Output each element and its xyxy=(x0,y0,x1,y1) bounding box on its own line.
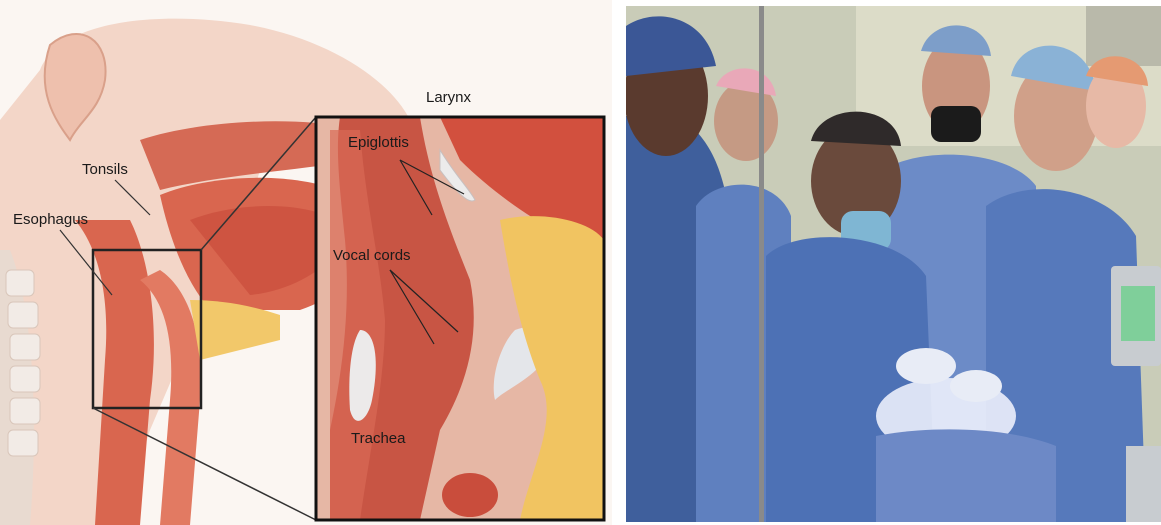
vocal-cords-label: Vocal cords xyxy=(333,248,411,263)
inset-thyroid xyxy=(442,473,498,517)
trachea-label: Trachea xyxy=(351,431,405,446)
monitor-lower xyxy=(1126,446,1161,522)
hands-2 xyxy=(950,370,1002,402)
iv-pole xyxy=(759,6,764,522)
drape xyxy=(876,429,1056,522)
larynx-label: Larynx xyxy=(426,90,471,105)
anatomy-drawing xyxy=(0,0,612,525)
tonsils-label: Tonsils xyxy=(82,162,128,177)
surgery-photo xyxy=(626,6,1161,522)
hands-1 xyxy=(896,348,956,384)
surgeon-back-2-mask xyxy=(931,106,981,142)
epiglottis-label: Epiglottis xyxy=(348,135,409,150)
surgery-scene xyxy=(626,6,1161,522)
esophagus-label: Esophagus xyxy=(13,212,88,227)
anatomy-illustration: Larynx Tonsils Esophagus Epiglottis Voca… xyxy=(0,0,612,525)
larynx-inset xyxy=(316,117,604,520)
monitor-screen xyxy=(1121,286,1155,341)
